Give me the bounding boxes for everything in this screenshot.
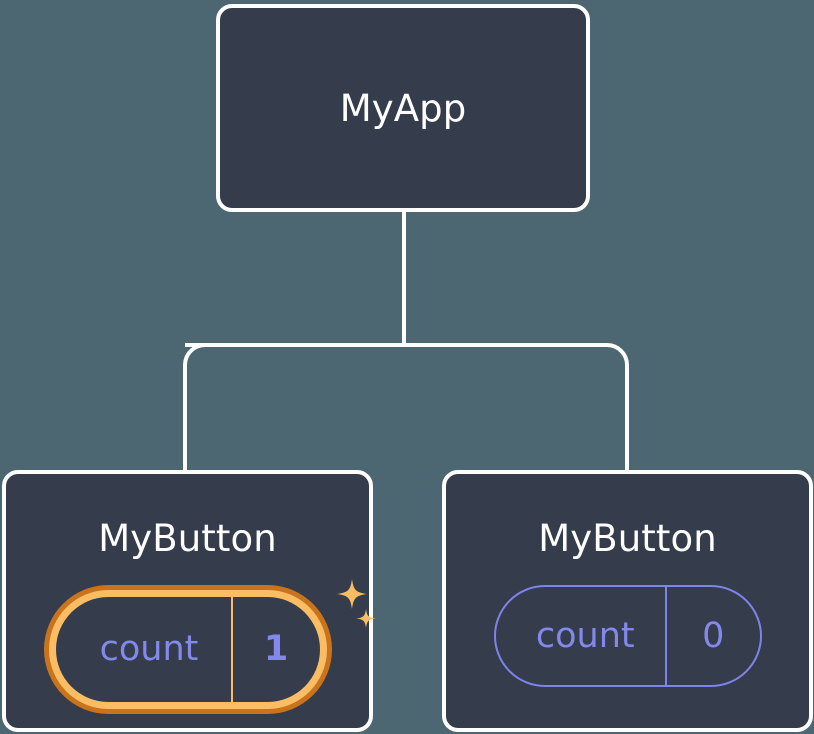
state-pill-wrapper-right: count 0 <box>493 585 762 687</box>
state-pill-count-highlighted[interactable]: count 1 <box>43 585 332 714</box>
state-pill-wrapper-left: count 1 <box>43 579 375 714</box>
state-name-right: count <box>535 615 635 656</box>
sparkle-icon-large <box>336 579 367 609</box>
state-pill-inner-ring: count 1 <box>48 590 327 709</box>
node-mybutton-left[interactable]: MyButton count 1 <box>2 470 375 732</box>
state-pill-count-plain[interactable]: count 0 <box>493 585 762 687</box>
state-name-left: count <box>99 629 199 669</box>
node-mybutton-right[interactable]: MyButton count 0 <box>442 470 813 732</box>
state-pill-core: count 1 <box>55 597 320 702</box>
node-mybutton-left-label: MyButton <box>98 517 277 560</box>
state-value-left: 1 <box>230 597 320 702</box>
node-myapp[interactable]: MyApp <box>216 4 590 212</box>
node-mybutton-right-label: MyButton <box>538 517 717 560</box>
state-value-right: 0 <box>664 587 760 685</box>
edge-branch-left <box>183 343 404 470</box>
edge-root-to-children <box>185 212 607 347</box>
node-myapp-label: MyApp <box>339 86 467 130</box>
edge-branch-right <box>404 343 629 470</box>
sparkle-icon-small <box>356 609 375 628</box>
